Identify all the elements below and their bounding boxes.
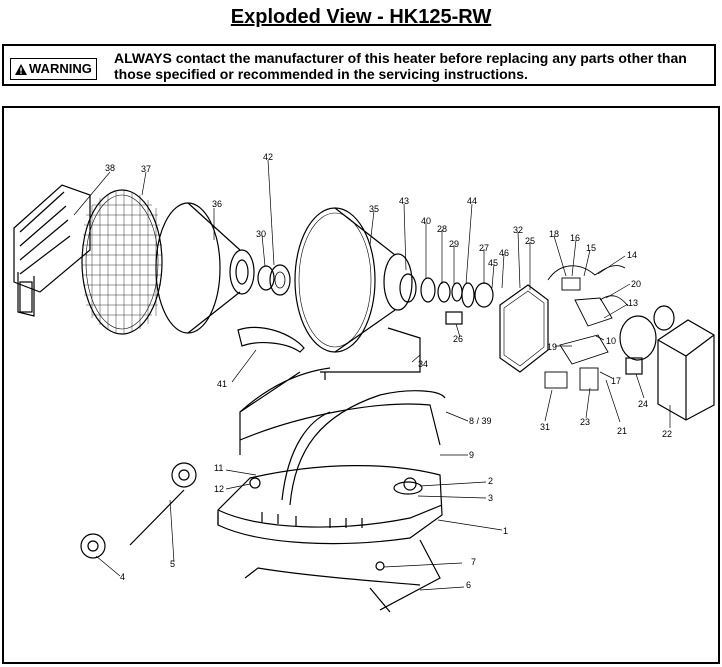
callout-25: 25 <box>525 236 535 246</box>
callout-29: 29 <box>449 239 459 249</box>
warning-text: ALWAYS contact the manufacturer of this … <box>114 50 687 82</box>
callout-3: 3 <box>488 493 493 503</box>
handle-frame <box>239 367 446 506</box>
callout-2: 2 <box>488 476 493 486</box>
callout-40: 40 <box>421 216 431 226</box>
callout-17: 17 <box>611 376 621 386</box>
callout-45: 45 <box>488 258 498 268</box>
callout-4: 4 <box>120 572 125 582</box>
callout-31: 31 <box>540 422 550 432</box>
callout-42: 42 <box>263 152 273 162</box>
warning-badge-label: WARNING <box>29 61 92 76</box>
cap-3 <box>403 477 417 491</box>
page-title: Exploded View - HK125-RW <box>230 6 492 28</box>
callout-15: 15 <box>586 243 596 253</box>
fuel-line-34 <box>320 327 421 380</box>
callout-14: 14 <box>627 250 637 260</box>
ring-43 <box>399 273 417 303</box>
callout-18: 18 <box>549 229 559 239</box>
callout-27: 27 <box>479 243 489 253</box>
callout-24: 24 <box>638 399 648 409</box>
warning-badge: WARNING <box>10 58 97 80</box>
fan-44 <box>461 282 475 308</box>
leader-lines <box>73 159 671 591</box>
ring-29 <box>451 282 463 302</box>
callout-26: 26 <box>453 334 463 344</box>
knob-12 <box>249 477 261 489</box>
fuel-tank <box>217 465 443 545</box>
callout-34: 34 <box>418 359 428 369</box>
callout-12: 12 <box>214 484 224 494</box>
callout-labels: 1 2 3 4 5 6 7 8 / 39 9 10 11 12 13 14 15… <box>105 152 672 590</box>
callout-23: 23 <box>580 417 590 427</box>
callout-19: 19 <box>547 342 557 352</box>
front-cone <box>155 202 255 334</box>
callout-16: 16 <box>570 233 580 243</box>
diagram-frame <box>2 106 720 664</box>
gasket-ring-42 <box>269 264 291 296</box>
legs-6 <box>244 539 441 613</box>
callout-6: 6 <box>466 580 471 590</box>
warning-box: WARNING ALWAYS contact the manufacturer … <box>2 44 716 86</box>
control-panel-32 <box>499 284 549 373</box>
callout-13: 13 <box>628 298 638 308</box>
callout-32: 32 <box>513 225 523 235</box>
callout-5: 5 <box>170 559 175 569</box>
cover-22 <box>657 319 715 421</box>
callout-43: 43 <box>399 196 409 206</box>
callout-8-39: 8 / 39 <box>469 416 492 426</box>
callout-38: 38 <box>105 163 115 173</box>
callout-30: 30 <box>256 229 266 239</box>
warning-triangle-icon <box>15 63 27 75</box>
guard-frame <box>13 184 91 317</box>
callout-44: 44 <box>467 196 477 206</box>
callout-41: 41 <box>217 379 227 389</box>
electrical-components <box>544 265 629 391</box>
callout-10: 10 <box>606 336 616 346</box>
callout-28: 28 <box>437 224 447 234</box>
callout-37: 37 <box>141 164 151 174</box>
callout-46: 46 <box>499 248 509 258</box>
ring-40 <box>420 277 436 303</box>
blower-24 <box>619 305 675 375</box>
callout-7: 7 <box>471 557 476 567</box>
mesh-grill <box>81 189 163 335</box>
gasket-ring-30 <box>257 265 275 291</box>
bracket-26 <box>445 311 463 325</box>
motor-27 <box>474 282 494 308</box>
callout-9: 9 <box>469 450 474 460</box>
rear-cone <box>294 207 413 353</box>
deflector-41 <box>237 326 305 353</box>
grommet-7 <box>375 561 385 571</box>
callout-36: 36 <box>212 199 222 209</box>
callout-22: 22 <box>662 429 672 439</box>
callout-35: 35 <box>369 204 379 214</box>
callout-20: 20 <box>631 279 641 289</box>
callout-11: 11 <box>214 463 223 473</box>
callout-1: 1 <box>503 526 508 536</box>
ring-28 <box>437 281 451 303</box>
callout-21: 21 <box>617 426 627 436</box>
wheel-assembly <box>80 462 197 559</box>
